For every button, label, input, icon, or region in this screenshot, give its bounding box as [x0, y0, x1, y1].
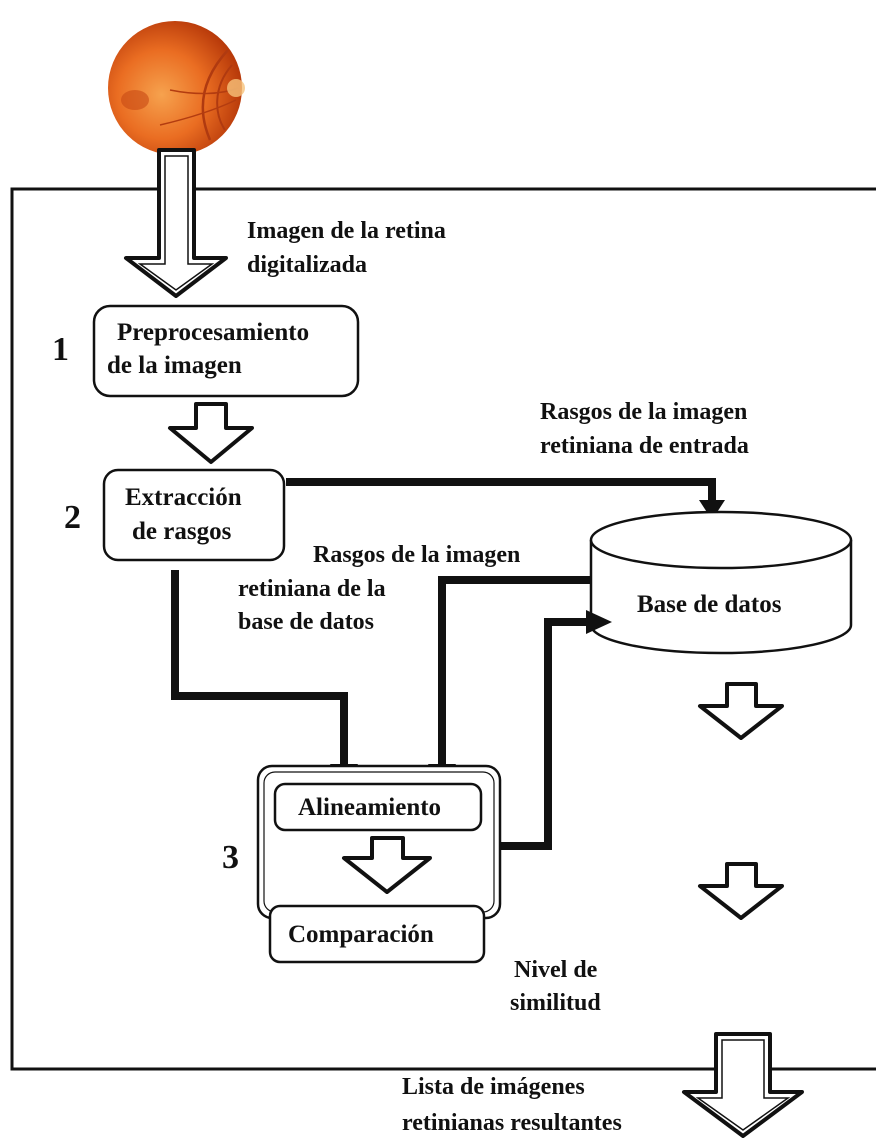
db-features-line3: base de datos: [238, 609, 374, 635]
similarity-line2: similitud: [510, 990, 601, 1016]
comparison-to-db-arrowhead: [586, 610, 612, 634]
db-output-arrow-2: [698, 862, 784, 920]
feature-extraction-line2: de rasgos: [132, 518, 232, 545]
comparison-to-db-line: [486, 618, 590, 850]
preprocessing-line1: Preprocesamiento: [117, 319, 309, 346]
input-caption-line2: digitalizada: [247, 252, 367, 278]
input-features-line1: Rasgos de la imagen: [540, 399, 747, 425]
alignment-label: Alineamiento: [298, 794, 441, 821]
db-to-comparison-line: [438, 576, 591, 770]
output-line2: retinianas resultantes: [402, 1110, 622, 1136]
db-features-line1: Rasgos de la imagen: [313, 542, 520, 568]
input-caption-line1: Imagen de la retina: [247, 218, 446, 244]
extraction-to-db-line: [286, 478, 716, 505]
feature-extraction-box: [102, 468, 286, 562]
arrow-alignment-to-comparison: [342, 836, 432, 894]
system-frame: [10, 187, 876, 1071]
database-cylinder: [589, 510, 853, 655]
similarity-line1: Nivel de: [514, 957, 598, 983]
db-output-arrow-1: [698, 682, 784, 740]
step-2-number: 2: [64, 499, 81, 536]
output-line1: Lista de imágenes: [402, 1074, 585, 1100]
input-arrow: [124, 148, 228, 298]
comparison-label: Comparación: [288, 921, 434, 948]
extraction-to-db-arrowhead: [699, 500, 725, 520]
retina-image: [108, 21, 245, 155]
database-label: Base de datos: [637, 591, 782, 618]
comparison-box: [268, 904, 486, 964]
feature-extraction-line1: Extracción: [125, 484, 242, 511]
extraction-to-comparison-line: [171, 570, 348, 770]
preprocessing-line2: de la imagen: [107, 352, 242, 379]
output-arrow: [682, 1032, 804, 1138]
alignment-box: [273, 782, 483, 832]
input-features-line2: retiniana de entrada: [540, 433, 749, 459]
preprocessing-box: [92, 304, 360, 398]
step-3-number: 3: [222, 839, 239, 876]
db-features-line2: retiniana de la: [238, 576, 386, 602]
arrow-1-to-2: [168, 402, 254, 464]
step-1-number: 1: [52, 331, 69, 368]
